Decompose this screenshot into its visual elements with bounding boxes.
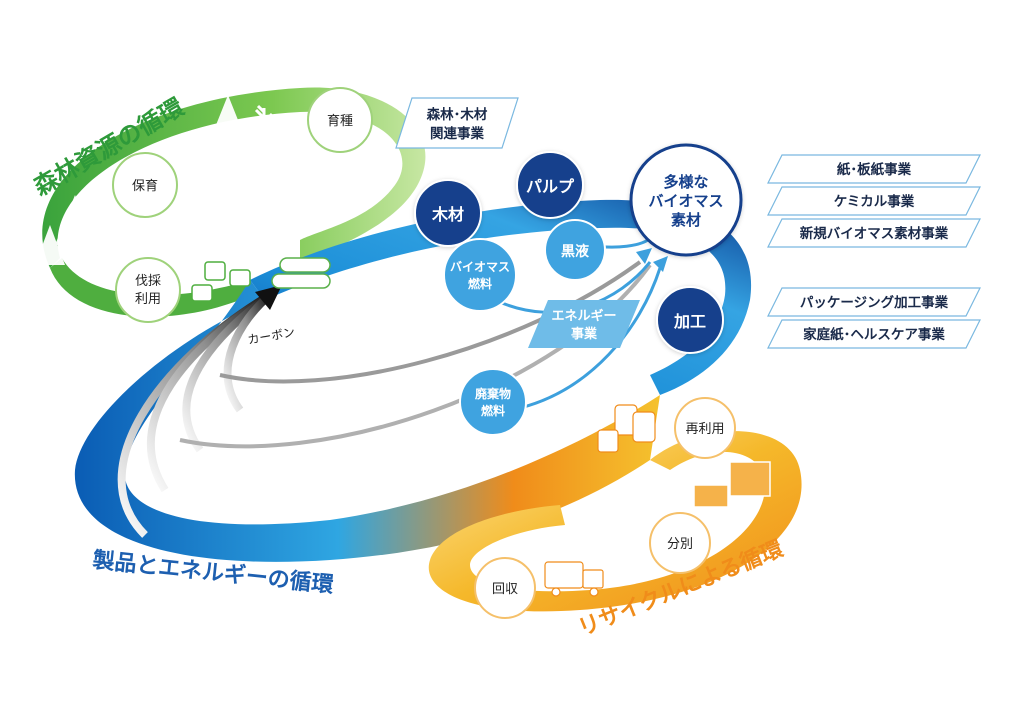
- stump-icon: [191, 261, 251, 302]
- business-box-text: ケミカル事業: [834, 193, 915, 210]
- node-label: 廃棄物: [475, 386, 511, 401]
- recycle-node-label: 回収: [492, 582, 518, 597]
- carbon-label: カーボン: [246, 325, 296, 347]
- node-label: 多様な: [663, 173, 708, 191]
- business-box-text: パッケージング加工事業: [800, 294, 949, 311]
- energy-business-label: エネルギー 事業: [528, 300, 640, 348]
- recycle-loop: [428, 431, 802, 612]
- forest-node-label: 利用: [135, 292, 161, 307]
- recycle-node-reuse: 再利用: [674, 397, 736, 459]
- node-label: 燃料: [481, 403, 505, 418]
- forest-business-text: 関連事業: [430, 125, 484, 142]
- tree-icon: [35, 95, 244, 265]
- node-label: 素材: [671, 211, 701, 229]
- forest-node-nurture: 保育: [112, 152, 178, 218]
- forest-node-label: 保育: [132, 178, 158, 194]
- energy-business-text: エネルギー: [551, 308, 616, 324]
- recycle-node-label: 分別: [667, 537, 693, 552]
- node-biomass-fuel: バイオマス 燃料: [443, 238, 517, 312]
- forest-node-logging: 伐採 利用: [115, 257, 181, 323]
- business-box-text: 紙･板紙事業: [837, 161, 912, 178]
- node-biomass-material: 多様な バイオマス 素材: [629, 143, 743, 257]
- forest-node-label: 伐採: [135, 274, 161, 289]
- seedling-icon: [285, 119, 299, 134]
- business-box-paper: 紙･板紙事業: [767, 154, 981, 184]
- business-box-new-biomass: 新規バイオマス素材事業: [767, 218, 981, 248]
- business-box-packaging: パッケージング加工事業: [767, 287, 981, 317]
- paper-roll-icon: [597, 404, 656, 453]
- business-box-household: 家庭紙･ヘルスケア事業: [767, 319, 981, 349]
- energy-business-text: 事業: [571, 326, 598, 342]
- recycle-node-collect: 回収: [474, 557, 536, 619]
- forest-node-breeding: 育種: [307, 87, 373, 153]
- sapling-icon: [254, 104, 274, 135]
- node-waste-fuel: 廃棄物 燃料: [459, 368, 527, 436]
- forest-node-label: 育種: [327, 113, 353, 129]
- recycle-node-sort: 分別: [649, 512, 711, 574]
- node-label: 木材: [431, 205, 464, 224]
- recycle-node-label: 再利用: [685, 422, 724, 437]
- product-loop: [74, 199, 752, 562]
- log-icon: [271, 257, 331, 289]
- business-box-text: 新規バイオマス素材事業: [800, 225, 949, 242]
- forest-loop: [42, 87, 426, 317]
- node-label: 燃料: [468, 276, 492, 291]
- node-black-liquor: 黒液: [544, 219, 606, 281]
- node-label: 黒液: [561, 243, 590, 260]
- forest-business-box: 森林･木材 関連事業: [395, 97, 519, 149]
- box-icon: [693, 461, 771, 508]
- node-pulp: パルプ: [516, 151, 584, 219]
- truck-icon: [544, 561, 604, 597]
- node-processing: 加工: [656, 286, 724, 354]
- forest-business-text: 森林･木材: [427, 106, 488, 123]
- node-label: 加工: [673, 312, 706, 331]
- business-box-text: 家庭紙･ヘルスケア事業: [803, 326, 945, 343]
- business-box-chemical: ケミカル事業: [767, 186, 981, 216]
- node-label: バイオマス: [450, 260, 510, 274]
- node-label: バイオマス: [648, 192, 723, 210]
- node-lumber: 木材: [414, 179, 482, 247]
- node-label: パルプ: [526, 177, 575, 196]
